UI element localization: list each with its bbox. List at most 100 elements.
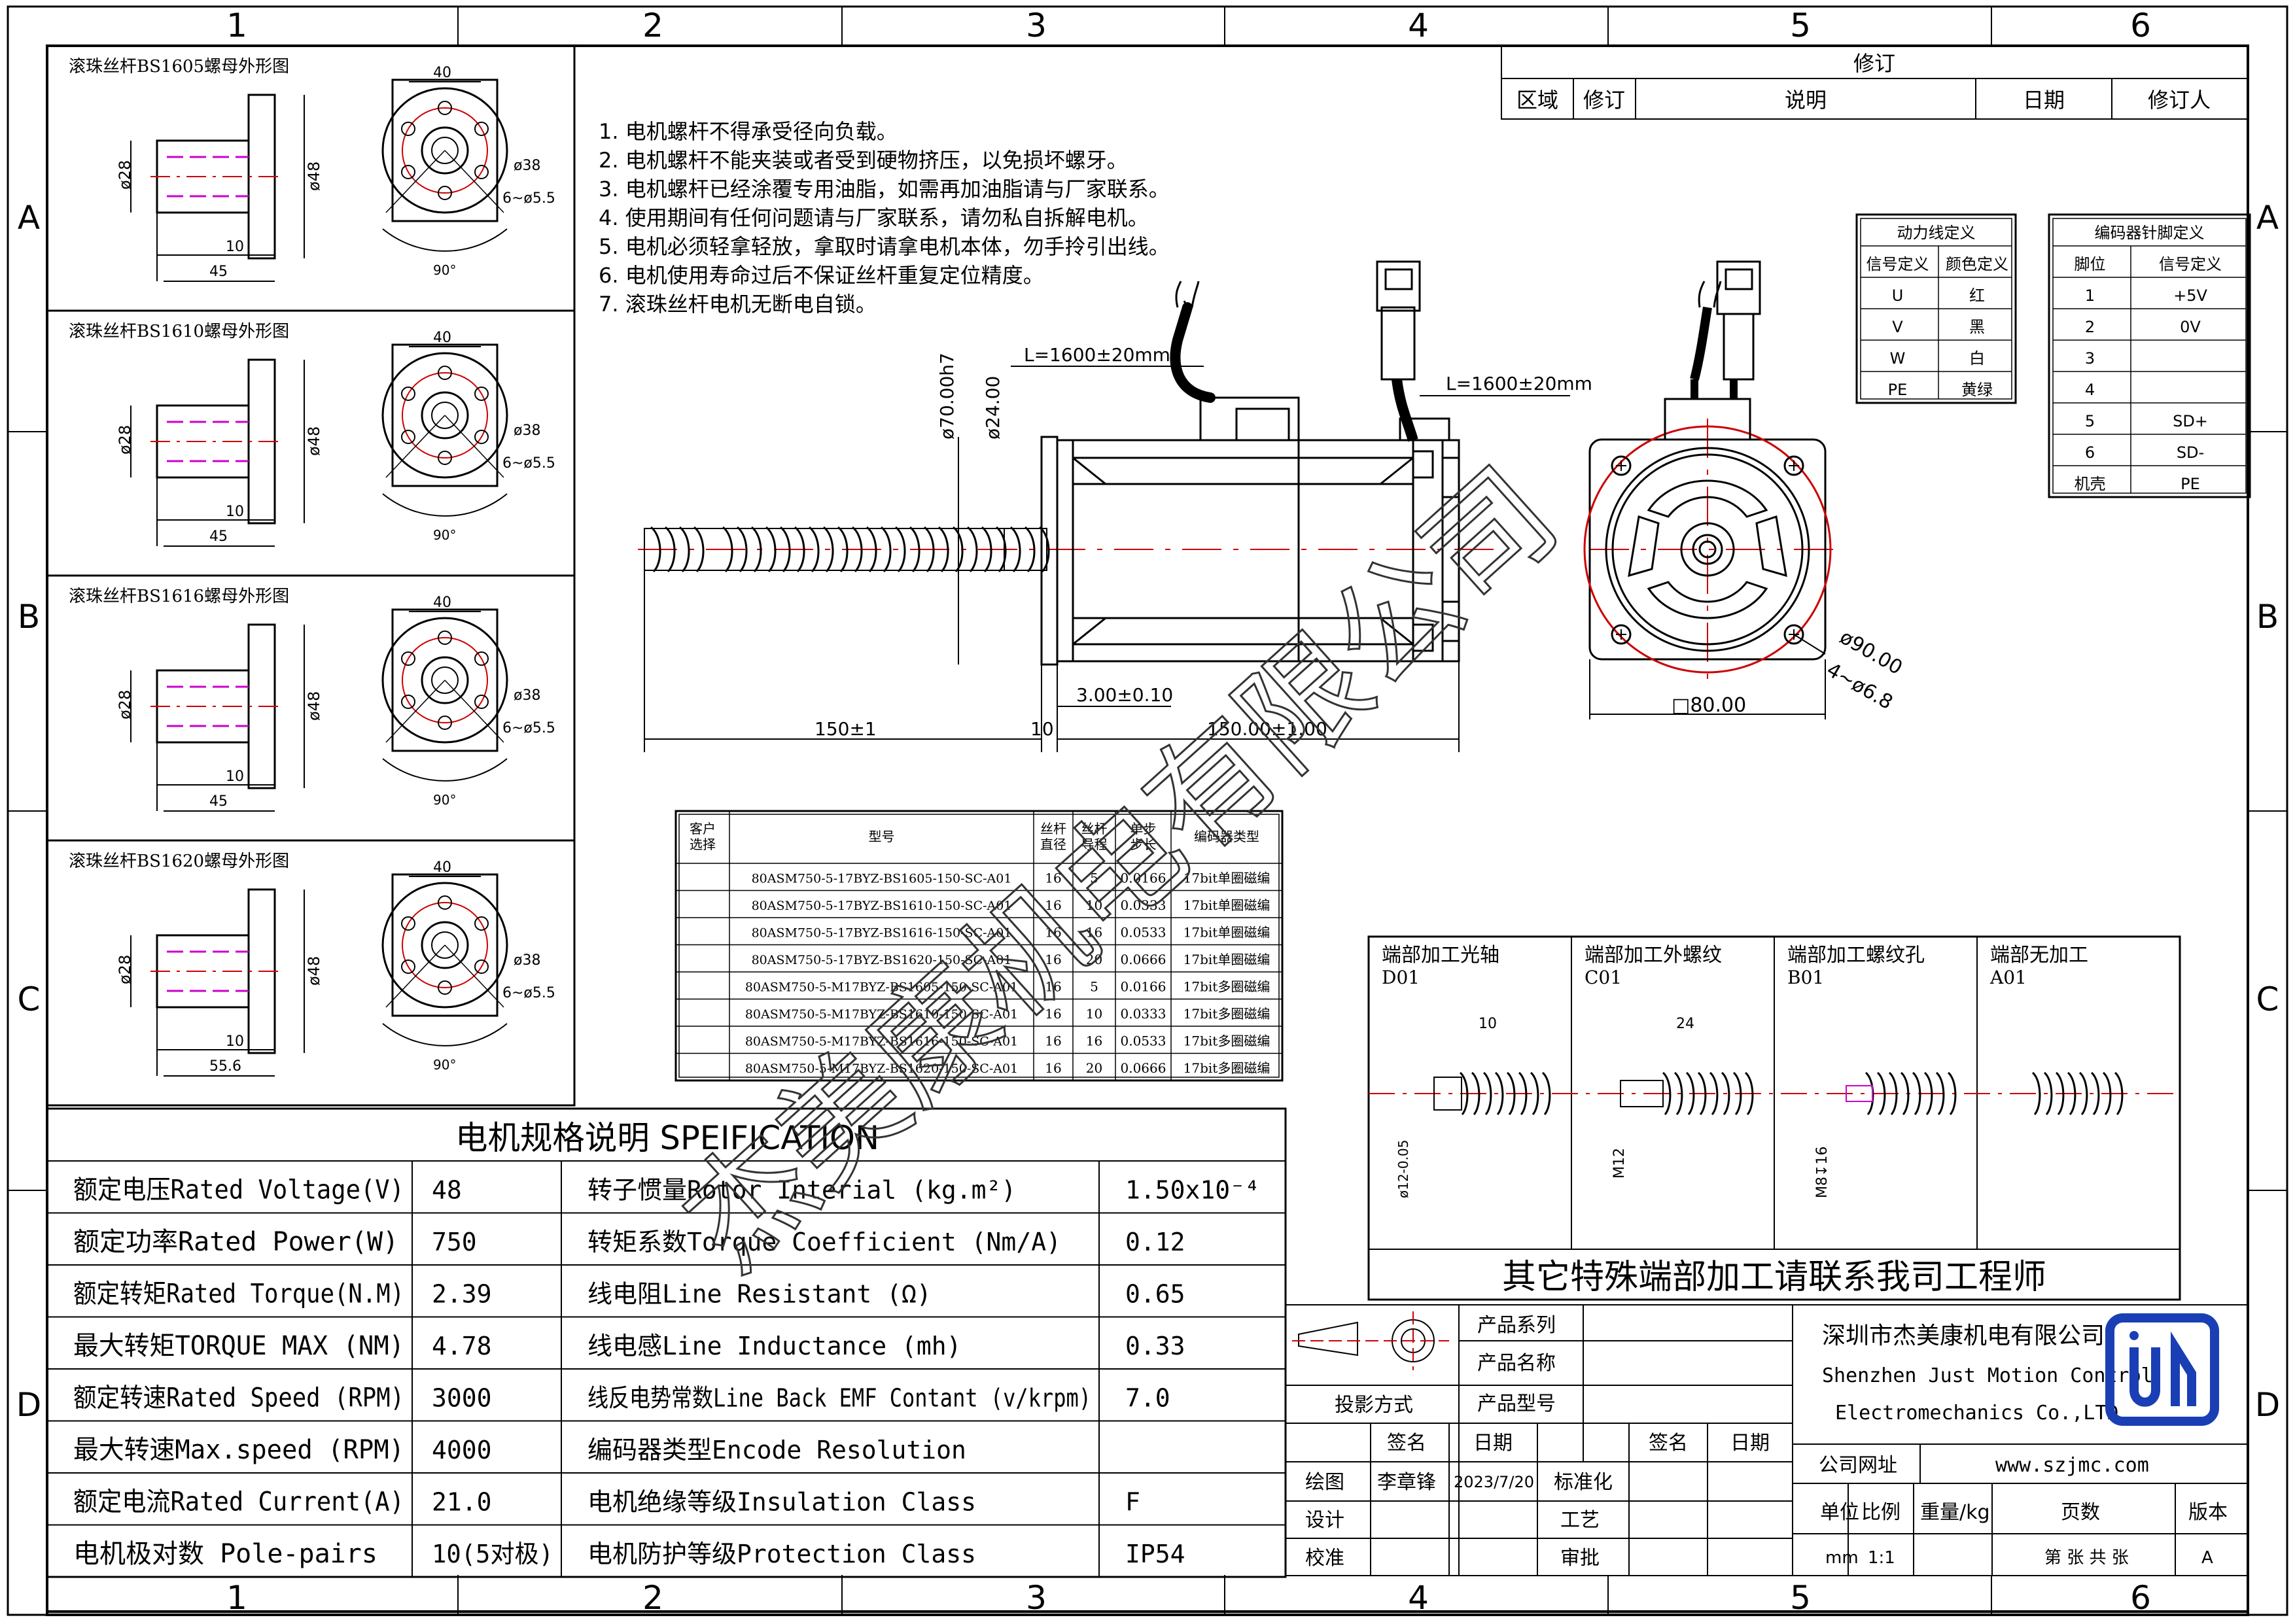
thread-turn: [1888, 1071, 1898, 1116]
nut-front-bore: [421, 126, 469, 175]
note-line: 2. 电机螺杆不能夹装或者受到硬物挤压，以免损坏螺牙。: [599, 148, 1128, 173]
tb-product-model: 产品型号: [1477, 1392, 1556, 1415]
spec-label: 转矩系数Torque Coefficient (Nm/A): [587, 1228, 1061, 1256]
tb-drawer: 李章锋: [1377, 1471, 1436, 1494]
model-table-inner: [678, 814, 1280, 1078]
model-table-cell: 10: [1086, 897, 1102, 913]
thread-turn: [664, 526, 676, 573]
model-table-cell: 80ASM750-5-17BYZ-BS1605-150-SC-A01: [752, 872, 1012, 886]
thread-turn: [736, 526, 748, 573]
model-table-cell: 16: [1045, 871, 1061, 886]
spec-label: 最大转速Max.speed (RPM): [73, 1435, 404, 1465]
cable1-length: L=1600±20mm: [1024, 344, 1170, 366]
thread-turn: [1506, 1071, 1516, 1116]
power_table-cell: 红: [1969, 286, 1985, 305]
thread-turn: [722, 526, 733, 573]
tb-date2: 日期: [1730, 1432, 1770, 1455]
nut-front-outer: [381, 617, 508, 744]
dim-d-right: ø48: [305, 956, 323, 986]
thread-turn: [1662, 1071, 1672, 1116]
nut-front-pcd: [402, 637, 488, 723]
end-type-dim: 24: [1676, 1016, 1694, 1032]
nut-front-outline: [391, 343, 499, 487]
col-label-bottom: 6: [2130, 1579, 2151, 1617]
model-table-cell: 17bit多圈磁编: [1183, 1060, 1270, 1076]
nut-hole: [438, 631, 452, 645]
thread-turn: [750, 526, 762, 573]
end-type-title: 端部加工外螺纹: [1585, 944, 1722, 967]
nut-front-pcd: [402, 372, 488, 458]
nut-front-pcd: [402, 107, 488, 194]
nut-view-title: 滚珠丝杆BS1610螺母外形图: [69, 322, 289, 341]
dim-screw-length: 150±1: [815, 718, 877, 740]
nut-hole: [474, 959, 489, 974]
dim-l1: 10: [226, 1033, 244, 1050]
nut-front-outline: [391, 78, 499, 222]
spec-label: 编码器类型Encode Resolution: [587, 1436, 966, 1464]
tb-date: 日期: [1473, 1432, 1513, 1455]
encoder_table-cell: 0V: [2180, 318, 2201, 336]
title-block: [1285, 1304, 2248, 1576]
dim-d-left: ø28: [116, 160, 134, 190]
model-table-cell: 5: [1090, 871, 1098, 886]
thread-turn: [808, 526, 820, 573]
thread-turn: [866, 526, 877, 573]
tb-company-en2: Electromechanics Co.,LTD: [1835, 1402, 2118, 1425]
thread-turn: [693, 526, 705, 573]
spec-value: 10(5对极): [432, 1540, 553, 1568]
dim-flange-thk: 3.00±0.10: [1076, 684, 1173, 706]
dim-top: 40: [433, 65, 451, 81]
tb-check: 校准: [1305, 1547, 1344, 1570]
end-type-title: 端部无加工: [1990, 944, 2088, 967]
model-table-cell: 16: [1045, 979, 1061, 995]
angle-lines: [385, 944, 504, 1008]
end-type-dim: 10: [1479, 1016, 1497, 1032]
model-table-header: 丝杆导程: [1081, 821, 1108, 852]
zone-ticks: [8, 7, 2287, 1615]
side-dimensions: L=1600±20mm L=1600±20mm ø70.00h7 ø24.00 …: [644, 344, 1592, 752]
company-logo: [2105, 1313, 2219, 1426]
dim-square: □80.00: [1672, 694, 1746, 717]
nut-front-inner: [431, 137, 459, 164]
thread-turn: [1459, 1071, 1469, 1116]
spec-label: 线反电势常数Line Back EMF Contant (v/krpm): [587, 1384, 1091, 1413]
thread-turn: [794, 526, 805, 573]
end-type-dim: ø12-0.05: [1395, 1140, 1411, 1198]
col-label-bottom: 5: [1790, 1579, 1811, 1617]
model-table-cell: 17bit单圈磁编: [1183, 871, 1270, 886]
nut-hole: [401, 695, 415, 709]
tb-pages-label: 页数: [2061, 1501, 2100, 1524]
thread-turn: [1709, 1071, 1719, 1116]
spec-label: 额定电流Rated Current(A): [73, 1487, 404, 1517]
thread-turn: [1947, 1071, 1957, 1116]
angle-arc: [382, 1023, 508, 1046]
spec-label: 额定转速Rated Speed (RPM): [73, 1383, 404, 1413]
model-table-cell: 0.0166: [1121, 871, 1166, 886]
thread-turn: [923, 526, 935, 573]
thread-turn: [1900, 1071, 1910, 1116]
spec-value: F: [1125, 1488, 1140, 1517]
spec-value: 0.65: [1125, 1280, 1185, 1309]
nut-front-outer: [381, 882, 508, 1009]
dim-l2: 45: [209, 793, 228, 810]
end-type-code: C01: [1585, 967, 1622, 988]
nut-hole: [474, 430, 489, 444]
power_table-cell: V: [1892, 318, 1903, 336]
thread-turn: [1673, 1071, 1683, 1116]
spec-label: 线电感Line Inductance (mh): [587, 1332, 962, 1360]
power_table-cell: PE: [1888, 381, 1908, 399]
thread-turn: [937, 526, 949, 573]
tap-hole: [1846, 1085, 1873, 1102]
tb-product-name: 产品名称: [1477, 1352, 1556, 1375]
angle-lines: [385, 415, 504, 478]
thread-turn: [837, 526, 849, 573]
tb-product-series: 产品系列: [1477, 1314, 1556, 1337]
thread-turn: [1744, 1071, 1754, 1116]
col-label-top: 2: [642, 7, 663, 44]
revision-header: 说明: [1785, 88, 1827, 112]
end-type-dim: M8↧16: [1814, 1147, 1831, 1198]
nut-hole: [438, 366, 452, 380]
nut-hole: [401, 651, 415, 666]
nut-hole: [474, 916, 489, 931]
